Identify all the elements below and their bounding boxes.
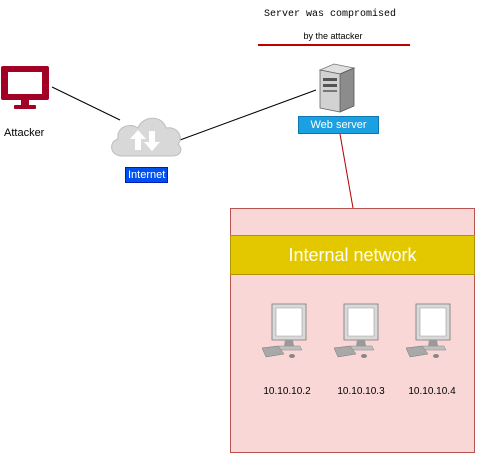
- host-ip-label: 10.10.10.2: [263, 386, 311, 397]
- caption-underline: [258, 44, 410, 46]
- link-attacker-internet: [51, 86, 121, 121]
- host-ip-label: 10.10.10.4: [408, 386, 456, 397]
- link-internet-webserver: [179, 89, 317, 141]
- caption-title: Server was compromised: [263, 9, 397, 20]
- workstation-icon: [334, 303, 379, 358]
- host-ip-label: 10.10.10.3: [337, 386, 385, 397]
- caption-subtitle: by the attacker: [303, 31, 363, 41]
- internet-label: Internet: [125, 167, 169, 183]
- web-server-label: Web server: [298, 116, 379, 134]
- workstation-icon: [406, 303, 451, 358]
- server-icon: [318, 63, 356, 113]
- internal-network-title: Internal network: [230, 235, 475, 275]
- workstation-icon: [262, 303, 307, 358]
- link-webserver-internal: [339, 133, 354, 209]
- attacker-label: Attacker: [4, 127, 45, 139]
- cloud-icon: [111, 117, 182, 157]
- monitor-icon: [1, 66, 49, 109]
